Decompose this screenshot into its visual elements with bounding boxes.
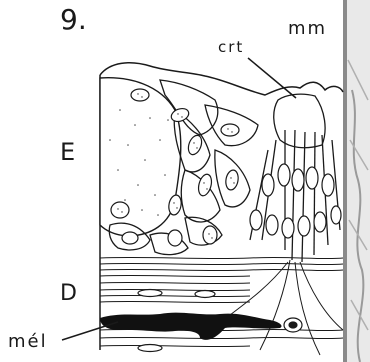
- adjacent-panel: [343, 0, 370, 362]
- label-mm: mm: [288, 20, 327, 38]
- label-dermis: D: [60, 283, 77, 305]
- melanophore: [100, 313, 282, 340]
- label-crt: crt: [218, 40, 244, 55]
- label-epidermis: E: [60, 140, 75, 164]
- dermis-fibers: [100, 257, 343, 346]
- figure-number: 9.: [60, 6, 87, 34]
- label-melanophore: mél: [8, 333, 48, 351]
- nerve-fibers: [230, 260, 343, 355]
